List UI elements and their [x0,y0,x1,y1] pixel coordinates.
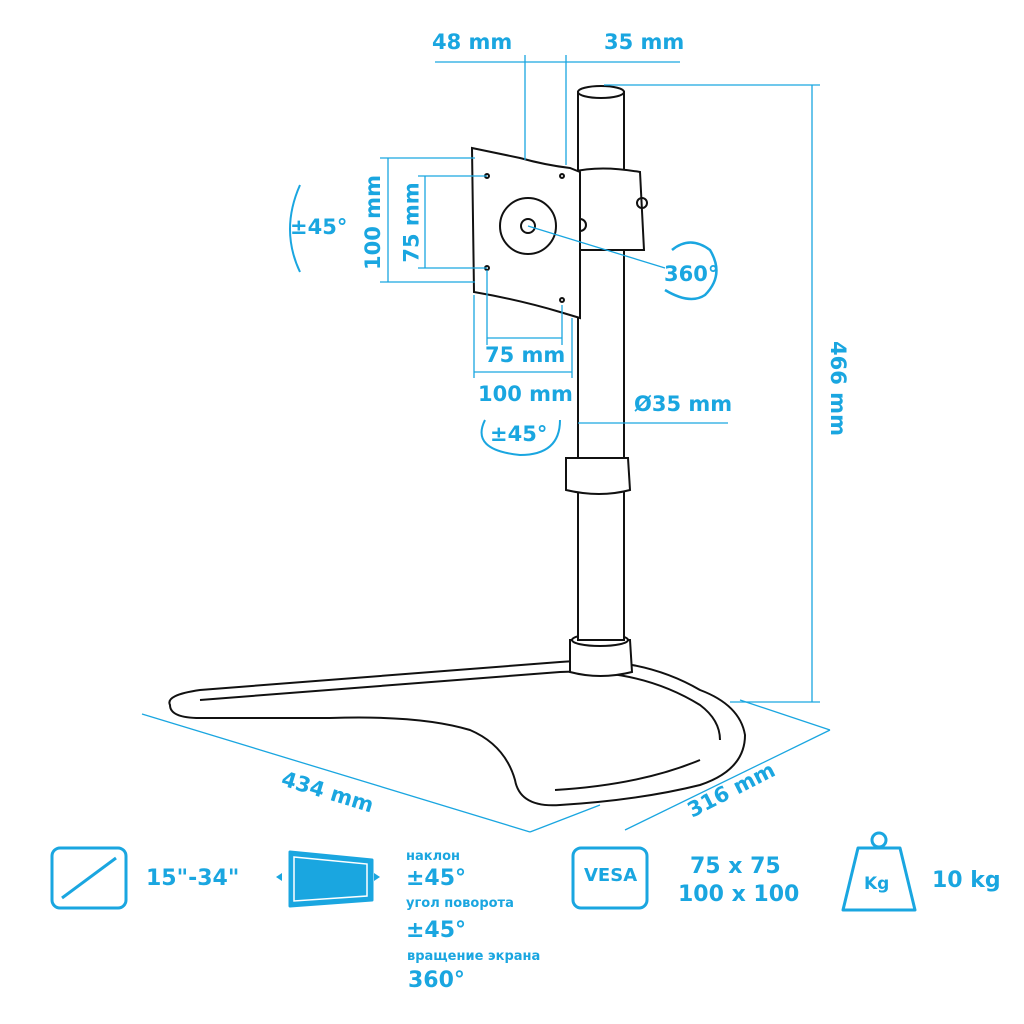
weight-icon [841,846,917,912]
stand-base [168,659,747,807]
vesa-horizontal-75-label: 75 mm [485,343,566,367]
tilt-label: ±45° [290,215,348,239]
rotation-spec-label: вращение экрана [407,949,541,964]
base-collar [569,639,634,677]
screen-size-icon [50,846,128,910]
monitor-motion-icon [276,850,380,908]
vesa-icon [571,846,649,910]
tilt-spec-label: наклон [406,849,461,864]
arm-clamp [571,167,646,251]
rotation-spec-value: 360° [408,968,465,993]
height-clamp [565,457,632,495]
tilt-spec-value: ±45° [406,866,467,891]
vesa-value-1: 75 x 75 [690,854,781,879]
swivel-spec-value: ±45° [406,918,467,943]
swivel-label: ±45° [490,422,548,446]
screen-size-value: 15"-34" [146,866,240,891]
weight-icon-text: Kg [864,874,890,894]
swivel-spec-label: угол поворота [406,896,514,911]
offset-48-label: 48 mm [432,30,513,54]
vesa-value-2: 100 x 100 [678,882,800,907]
pole-diameter-label: Ø35 mm [634,392,733,416]
vesa-vertical-100-label: 100 mm [360,175,385,270]
weight-value: 10 kg [932,868,1001,893]
rotation-label: 360° [664,262,719,286]
offset-35-label: 35 mm [604,30,685,54]
vesa-vertical-75-label: 75 mm [399,182,424,263]
height-466-label: 466 mm [825,341,850,436]
vesa-horizontal-100-label: 100 mm [478,382,573,406]
vesa-icon-text: VESA [584,865,638,886]
